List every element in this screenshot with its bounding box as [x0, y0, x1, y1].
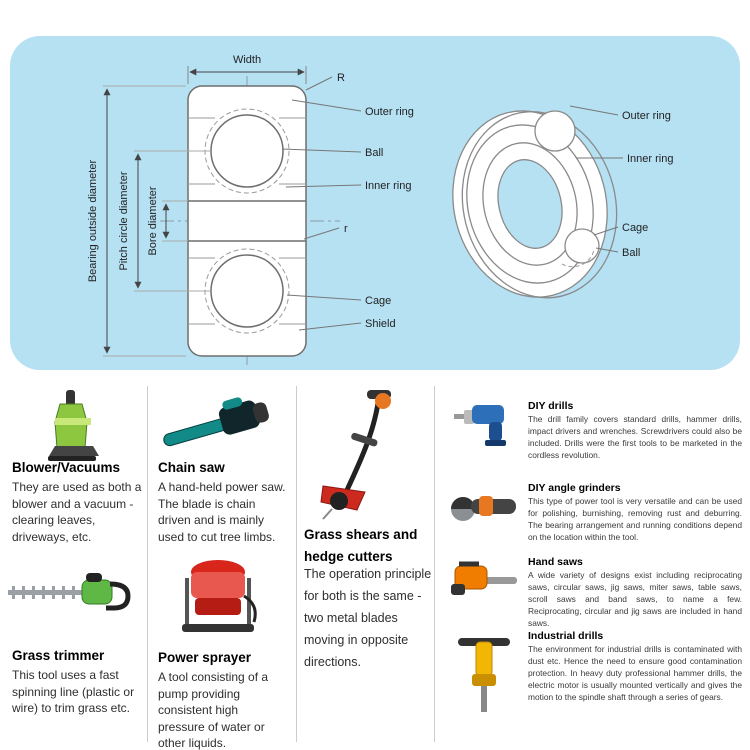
diy-angle-grinders-desc: This type of power tool is very versatil…	[528, 496, 742, 542]
hand-saws-desc: A wide variety of designs exist includin…	[528, 570, 742, 628]
hand-saw-image	[440, 556, 528, 604]
tool-entry-diy-angle-grinders: DIY angle grinders This type of power to…	[440, 482, 746, 544]
grass-shears-image	[305, 388, 423, 527]
diy-drill-image	[440, 400, 528, 448]
inner-ring-label: Inner ring	[365, 180, 411, 192]
pitch-circle-diameter-dimension: Pitch circle diameter	[118, 150, 210, 292]
blower-desc: They are used as both a blower and a vac…	[12, 480, 142, 544]
grass-shears-title: Grass shears and hedge cutters	[304, 527, 418, 565]
column-divider-3	[434, 386, 435, 742]
chainsaw-title: Chain saw	[158, 460, 225, 475]
power-sprayer-desc: A tool consisting of a pump providing co…	[158, 670, 269, 750]
outside-diameter-dimension: Bearing outside diameter	[87, 85, 186, 357]
bearing-diagram: Width Bearing outside diameter Pitch cir…	[87, 54, 673, 366]
industrial-drills-desc: The environment for industrial drills is…	[528, 644, 742, 702]
bore-diameter-label: Bore diameter	[147, 186, 159, 255]
grass-trimmer-image	[6, 562, 144, 629]
cage-label: Cage	[365, 295, 391, 307]
ball-3d-label: Ball	[622, 247, 640, 259]
chainsaw-image	[158, 392, 284, 465]
diy-angle-grinders-title: DIY angle grinders	[528, 482, 621, 494]
hand-saws-title: Hand saws	[528, 556, 583, 568]
diy-drills-desc: The drill family covers standard drills,…	[528, 414, 742, 460]
ball-3d-bottom	[564, 228, 600, 264]
shield-label: Shield	[365, 318, 396, 330]
tool-entry-diy-drills: DIY drills The drill family covers stand…	[440, 400, 746, 462]
bearing-3d-view	[452, 110, 618, 299]
width-label: Width	[233, 54, 261, 66]
power-sprayer-image	[168, 554, 268, 649]
industrial-drills-title: Industrial drills	[528, 630, 604, 642]
cross-section-leader-lines	[281, 76, 362, 331]
r-lower-label: r	[344, 223, 348, 235]
outer-ring-3d-label: Outer ring	[622, 110, 671, 122]
cage-3d-arc	[561, 249, 595, 268]
cage-3d-label: Cage	[622, 222, 648, 234]
grass-shears-desc: The operation principle for both is the …	[304, 567, 432, 669]
blower-image	[22, 388, 117, 467]
ball-label: Ball	[365, 147, 383, 159]
bearing-cross-section	[187, 85, 307, 357]
ball-bottom	[210, 254, 284, 328]
bearing-outside-diameter-label: Bearing outside diameter	[87, 160, 99, 283]
diy-drills-title: DIY drills	[528, 400, 574, 412]
r-upper-label: R	[337, 72, 345, 84]
chainsaw-desc: A hand-held power saw. The blade is chai…	[158, 480, 286, 544]
width-dimension: Width	[187, 54, 307, 84]
three-d-leader-lines	[569, 105, 623, 253]
column-divider-1	[147, 386, 148, 742]
ball-top	[210, 114, 284, 188]
column-divider-2	[296, 386, 297, 742]
bearing-diagram-panel: Width Bearing outside diameter Pitch cir…	[10, 36, 740, 370]
tool-entry-hand-saws: Hand saws A wide variety of designs exis…	[440, 556, 746, 630]
grass-trimmer-desc: This tool uses a fast spinning line (pla…	[12, 668, 135, 716]
bore-diameter-dimension: Bore diameter	[147, 186, 188, 256]
tool-entry-industrial-drills: Industrial drills The environment for in…	[440, 630, 746, 716]
grass-trimmer-title: Grass trimmer	[12, 648, 105, 663]
inner-ring-3d-label: Inner ring	[627, 153, 673, 165]
industrial-drill-image	[440, 630, 528, 716]
angle-grinder-image	[440, 482, 528, 526]
ball-3d-top	[534, 110, 576, 152]
pitch-circle-diameter-label: Pitch circle diameter	[118, 171, 130, 270]
outer-ring-label: Outer ring	[365, 106, 414, 118]
power-sprayer-title: Power sprayer	[158, 650, 252, 665]
blower-title: Blower/Vacuums	[12, 460, 121, 475]
